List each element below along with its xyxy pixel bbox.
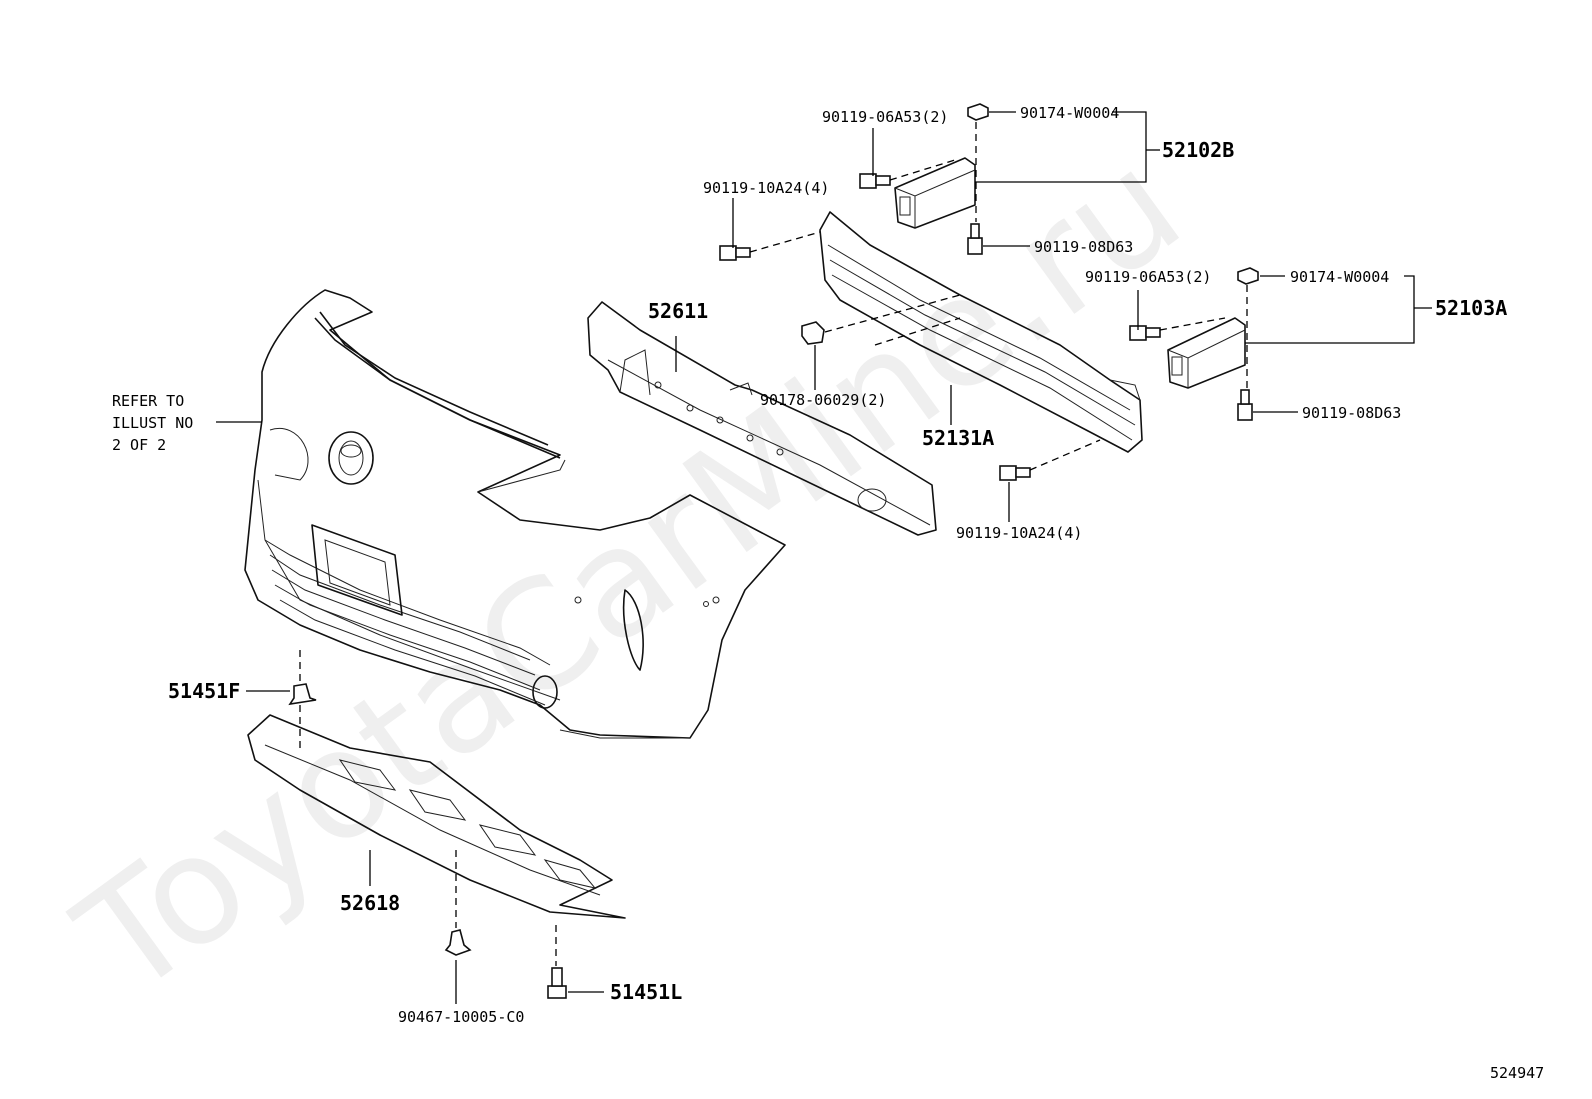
label-90119-08D63-top: 90119-08D63: [1034, 238, 1133, 256]
refer-note-line-2: ILLUST NO: [112, 414, 193, 432]
refer-note-line-3: 2 OF 2: [112, 436, 166, 454]
bolt-90119-06A53-right-icon: [1129, 325, 1161, 341]
clip-90174-top-icon: [967, 103, 989, 121]
clip-90174-right-icon: [1237, 267, 1259, 285]
fasteners: [288, 103, 1259, 999]
clip-51451F-icon: [288, 683, 317, 706]
label-90119-10A24-top: 90119-10A24(4): [703, 179, 829, 197]
refer-note: REFER TO ILLUST NO 2 OF 2: [112, 392, 193, 454]
label-52102B: 52102B: [1162, 138, 1234, 162]
refer-note-line-1: REFER TO: [112, 392, 184, 410]
label-90178-06029: 90178-06029(2): [760, 391, 886, 409]
bolt-90119-10A24-top-icon: [719, 245, 751, 261]
label-52131A: 52131A: [922, 426, 994, 450]
screw-51451L-icon: [547, 967, 567, 999]
bolt-90119-10A24-bottom-icon: [999, 465, 1031, 481]
bolt-90119-08D63-top-icon: [967, 223, 983, 255]
energy-absorber-drawing: [587, 301, 937, 536]
label-90467-10005-C0: 90467-10005-C0: [398, 1008, 524, 1026]
under-cover-drawing: [247, 714, 626, 919]
label-90174-W0004-top: 90174-W0004: [1020, 104, 1119, 122]
bolt-90119-06A53-top-icon: [859, 173, 891, 189]
clip-90467-icon: [444, 929, 472, 956]
bolt-90119-08D63-right-icon: [1237, 389, 1253, 421]
bracket-52102B-drawing: [894, 157, 976, 229]
label-90119-06A53-right: 90119-06A53(2): [1085, 268, 1211, 286]
label-90119-08D63-right: 90119-08D63: [1302, 404, 1401, 422]
label-52618: 52618: [340, 891, 400, 915]
bumper-reinforcement-drawing: [819, 211, 1143, 453]
leader-lines: [216, 111, 1432, 1004]
label-90119-10A24-bottom: 90119-10A24(4): [956, 524, 1082, 542]
label-51451F: 51451F: [168, 679, 240, 703]
bumper-cover-drawing: [244, 289, 786, 739]
label-90174-W0004-right: 90174-W0004: [1290, 268, 1389, 286]
label-52611: 52611: [648, 299, 708, 323]
nut-90178-icon: [801, 321, 825, 345]
bracket-52103A-drawing: [1167, 317, 1246, 389]
diagram-number: 524947: [1490, 1064, 1544, 1082]
label-90119-06A53-top: 90119-06A53(2): [822, 108, 948, 126]
label-52103A: 52103A: [1435, 296, 1507, 320]
label-51451L: 51451L: [610, 980, 682, 1004]
